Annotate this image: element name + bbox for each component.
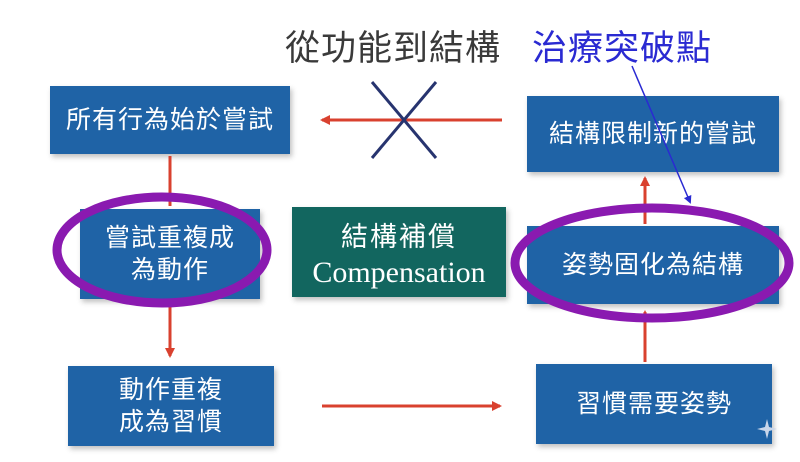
box-structure-limits-text: 結構限制新的嘗試 bbox=[548, 118, 757, 148]
breakthrough-label: 治療突破點 bbox=[532, 29, 713, 69]
sparkle-nav-icon[interactable] bbox=[756, 418, 778, 440]
compensation-label-en: Compensation bbox=[312, 256, 486, 289]
box-structure-limits-new-trials: 結構限制新的嘗試 bbox=[527, 96, 779, 172]
box-habit-requires-text: 習慣需要姿勢 bbox=[575, 388, 732, 418]
box-posture-solidifies-into-structure: 姿勢固化為結構 bbox=[527, 226, 779, 304]
pointer-line-breakthrough bbox=[631, 65, 692, 204]
box-structural-compensation: 結構補償 Compensation bbox=[292, 207, 506, 297]
highlight-ellipse-left bbox=[52, 192, 272, 308]
box-action-repeats-into-habit: 動作重複 成為習慣 bbox=[68, 366, 274, 446]
diagram-title: 從功能到結構 bbox=[285, 29, 502, 69]
box-all-behavior-starts-with-trying: 所有行為始於嘗試 bbox=[50, 86, 290, 154]
highlight-ellipse-right bbox=[510, 203, 794, 323]
compensation-label-zh: 結構補償 bbox=[341, 222, 457, 253]
box-habit-requires-posture: 習慣需要姿勢 bbox=[536, 364, 772, 444]
box-trying-repeats-into-action: 嘗試重複成 為動作 bbox=[80, 209, 260, 299]
box-posture-solidifies-text: 姿勢固化為結構 bbox=[561, 249, 744, 279]
box-action-repeats-text: 動作重複 成為習慣 bbox=[118, 374, 223, 437]
box-trying-repeats-text: 嘗試重複成 為動作 bbox=[104, 222, 235, 285]
box-all-behavior-text: 所有行為始於嘗試 bbox=[65, 104, 274, 134]
x-mark-icon bbox=[370, 81, 438, 159]
